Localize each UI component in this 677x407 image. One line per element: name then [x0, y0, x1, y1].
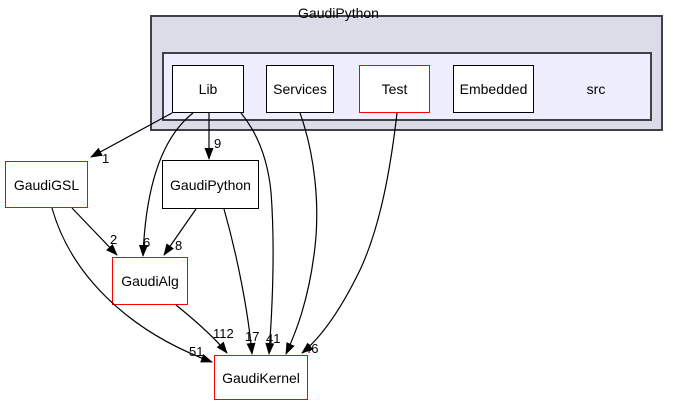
edge-test-gaudikernel: [301, 112, 398, 354]
edge-label-gaudipython-gaudialg[interactable]: 8: [175, 238, 182, 253]
edge-lib-gaudikernel: [240, 112, 275, 355]
node-gaudikernel[interactable]: GaudiKernel: [214, 355, 308, 400]
edge-label-gaudigsl-gaudikernel[interactable]: 51: [189, 344, 203, 359]
edge-gaudigsl-gaudialg: [71, 207, 118, 256]
edge-label-gaudialg-gaudikernel[interactable]: 112: [213, 326, 234, 341]
node-embedded[interactable]: Embedded: [453, 65, 534, 113]
node-test[interactable]: Test: [359, 65, 430, 113]
edge-gaudipython-gaudikernel: [223, 208, 256, 355]
edge-gaudialg-gaudikernel: [175, 304, 228, 354]
edge-label-test-gaudikernel[interactable]: 46: [304, 341, 318, 356]
node-lib[interactable]: Lib: [172, 65, 244, 113]
edge-label-lib-gaudipython[interactable]: 9: [214, 136, 221, 151]
edge-label-lib-gaudigsl[interactable]: 1: [102, 151, 109, 166]
edge-gaudipython-gaudialg: [163, 208, 197, 256]
node-services[interactable]: Services: [266, 65, 334, 113]
node-gaudipython[interactable]: GaudiPython: [162, 160, 259, 209]
node-gaudigsl[interactable]: GaudiGSL: [5, 161, 88, 208]
cluster-gaudipython-title[interactable]: GaudiPython: [298, 5, 379, 21]
edge-services-gaudikernel: [285, 112, 318, 355]
cluster-src-label: src: [586, 81, 606, 97]
edge-label-lib-gaudialg[interactable]: 6: [143, 235, 150, 250]
edge-label-gaudipython-gaudikernel[interactable]: 17: [245, 329, 259, 344]
edge-label-lib-gaudikernel[interactable]: 41: [266, 331, 280, 346]
node-gaudialg[interactable]: GaudiAlg: [112, 257, 188, 305]
edge-label-gaudigsl-gaudialg[interactable]: 2: [110, 232, 117, 247]
